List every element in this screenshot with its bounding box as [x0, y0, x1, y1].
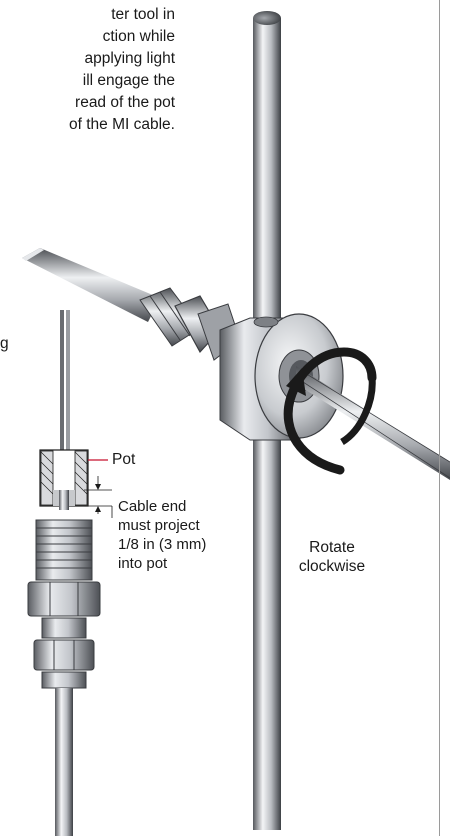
pot-label: Pot: [112, 451, 136, 468]
mi-cable: [22, 248, 160, 322]
instruction-line: ill engage the: [82, 72, 175, 89]
leader-lines: [84, 459, 113, 518]
cable-end-line: 1/8 in (3 mm): [118, 536, 207, 553]
rotate-label: Rotate clockwise: [296, 538, 368, 576]
frame-border: [439, 0, 440, 836]
instruction-text: ter tool in ction while applying light i…: [0, 4, 175, 136]
instruction-line: of the MI cable.: [69, 116, 175, 133]
tool-wire: [296, 366, 450, 480]
detail-threaded-fitting: [27, 519, 101, 836]
cable-end-line: Cable end: [118, 498, 187, 515]
cable-end-label: Cable end must project 1/8 in (3 mm) int…: [118, 497, 206, 573]
instruction-line: applying light: [84, 50, 175, 67]
rotation-arrow: [283, 347, 377, 475]
instruction-line: ction while: [102, 28, 175, 45]
detail-pot: [39, 449, 89, 510]
detail-cable: [60, 310, 70, 450]
cable-end-line: into pot: [118, 555, 168, 572]
stray-fragment: g: [0, 335, 9, 352]
rotate-line: clockwise: [298, 558, 366, 575]
rotate-line: Rotate: [309, 539, 355, 556]
pot-body: [219, 313, 344, 441]
cable-end-line: must project: [118, 517, 200, 534]
instruction-line: ter tool in: [111, 6, 175, 23]
instruction-line: read of the pot: [75, 94, 175, 111]
